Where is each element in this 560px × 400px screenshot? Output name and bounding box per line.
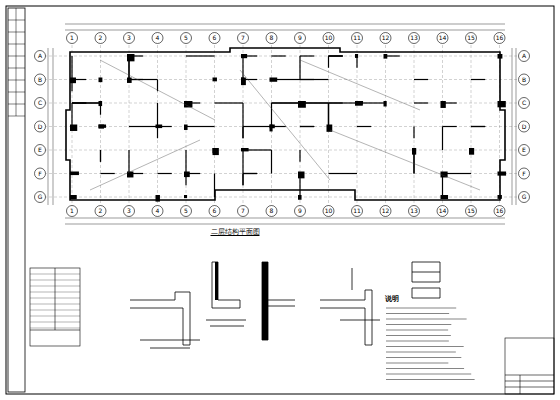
axis-number: 1 [70,35,74,41]
axis-bubble [35,168,46,179]
axis-bubble [519,145,530,156]
axis-number: 3 [127,35,131,41]
axis-number: 5 [184,208,188,214]
axis-number: C [522,100,526,106]
axis-number: 13 [410,208,418,214]
axis-number: B [38,77,42,83]
axis-bubble [67,33,78,44]
axis-number: G [522,194,527,200]
axis-bubble [35,74,46,85]
axis-bubble [209,33,220,44]
axis-bubble [124,206,135,217]
axis-bubble [124,33,135,44]
axis-bubble [152,206,163,217]
axis-bubble [519,98,530,109]
axis-bubble [238,33,249,44]
axis-bubble [209,206,220,217]
axis-bubble [35,121,46,132]
axis-number: 2 [99,35,103,41]
drawing-title: 二层结构平面图 [211,229,260,236]
axis-bubble [35,192,46,203]
axis-number: 8 [270,35,274,41]
axis-number: 7 [241,35,245,41]
axis-number: 11 [353,208,361,214]
axis-number: 5 [184,35,188,41]
axis-number: 14 [439,208,447,214]
axis-bubble [352,206,363,217]
axis-number: 14 [439,35,447,41]
axis-number: G [38,194,43,200]
axis-bubble [519,51,530,62]
axis-number: 7 [241,208,245,214]
axis-number: 16 [496,208,504,214]
axis-bubble [295,33,306,44]
axis-number: A [38,53,42,59]
axis-number: 4 [156,35,160,41]
axis-bubble [466,206,477,217]
axis-number: E [522,147,526,153]
axis-bubble [35,51,46,62]
axis-number: 4 [156,208,160,214]
axis-bubble [466,33,477,44]
axis-bubble [323,206,334,217]
axis-number: A [522,53,526,59]
axis-number: D [38,124,43,130]
axis-bubble [152,33,163,44]
axis-number: 1 [70,208,74,214]
axis-bubble [35,98,46,109]
axis-number: 3 [127,208,131,214]
axis-number: 9 [298,208,302,214]
axis-bubble [437,206,448,217]
axis-bubble [295,206,306,217]
axis-bubble [519,192,530,203]
axis-bubble [323,33,334,44]
axis-bubble [95,206,106,217]
axis-bubble [181,206,192,217]
axis-number: 13 [410,35,418,41]
axis-number: 15 [467,35,475,41]
axis-number: E [38,147,42,153]
axis-bubble [437,33,448,44]
axis-number: F [38,171,41,177]
axis-number: C [38,100,42,106]
axis-number: 9 [298,35,302,41]
axis-number: 8 [270,208,274,214]
axis-number: F [522,171,525,177]
axis-number: 2 [99,208,103,214]
notes-heading: 说明 [385,296,399,303]
axis-number: 6 [213,35,217,41]
axis-bubble [494,33,505,44]
axis-bubble [409,33,420,44]
axis-number: 10 [325,208,333,214]
axis-bubble [35,145,46,156]
axis-bubble [380,206,391,217]
axis-number: 12 [382,35,390,41]
axis-bubble [67,206,78,217]
axis-number: 6 [213,208,217,214]
axis-bubble [266,206,277,217]
axis-bubble [238,206,249,217]
axis-bubble [409,206,420,217]
axis-bubble [494,206,505,217]
axis-number: 15 [467,208,475,214]
axis-bubble [380,33,391,44]
axis-bubble [95,33,106,44]
axis-bubble [519,121,530,132]
axis-number: D [522,124,527,130]
axis-bubble [352,33,363,44]
axis-bubble [266,33,277,44]
axis-number: 16 [496,35,504,41]
axis-number: B [522,77,526,83]
axis-number: 10 [325,35,333,41]
axis-bubble [181,33,192,44]
axis-number: 12 [382,208,390,214]
axis-number: 11 [353,35,361,41]
axis-bubble [519,74,530,85]
axis-bubble [519,168,530,179]
